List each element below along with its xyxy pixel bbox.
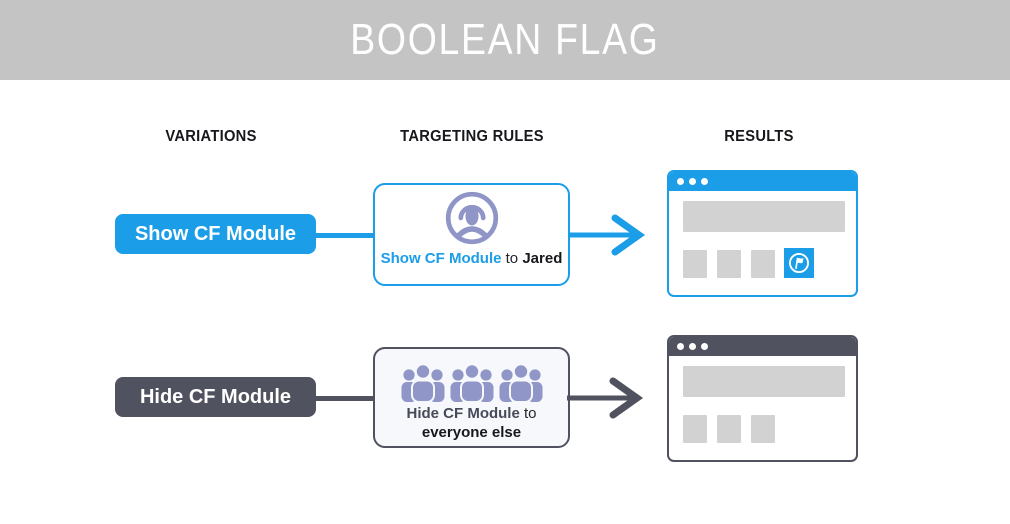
browser-topbar — [669, 337, 856, 356]
content-placeholder-square — [683, 415, 707, 443]
content-placeholder-square — [751, 250, 775, 278]
page-title: BOOLEAN FLAG — [350, 15, 660, 64]
content-placeholder-square — [751, 415, 775, 443]
window-dot — [689, 178, 696, 185]
rule-audience: Jared — [522, 250, 563, 267]
window-dot — [677, 178, 684, 185]
flag-circle-icon — [788, 252, 810, 274]
rule-audience: everyone else — [421, 424, 522, 441]
variation-pill-show: Show CF Module — [115, 214, 316, 254]
window-dot — [701, 343, 708, 350]
content-placeholder-banner — [683, 366, 845, 397]
connector-line — [315, 233, 374, 238]
targeting-rule-card-show: Show CF Module to Jared — [373, 183, 570, 286]
arrow-right-icon — [569, 214, 646, 256]
column-header-results: RESULTS — [724, 128, 794, 145]
content-placeholder-square — [717, 415, 741, 443]
browser-topbar — [669, 172, 856, 191]
crowd-icon — [401, 363, 542, 402]
cf-module-tile — [784, 248, 814, 278]
arrow-right-icon — [567, 377, 644, 419]
rule-connector-word: to — [523, 405, 537, 422]
connector-line — [315, 396, 374, 401]
window-dot — [689, 343, 696, 350]
rule-flag-label: Show CF Module — [380, 250, 502, 267]
title-banner: BOOLEAN FLAG — [0, 0, 1010, 80]
variation-pill-hide: Hide CF Module — [115, 377, 316, 417]
rule-flag-label: Hide CF Module — [406, 405, 520, 422]
rule-text: Hide CF Module to everyone else — [406, 404, 536, 442]
window-dot — [701, 178, 708, 185]
rule-text: Show CF Module to Jared — [381, 249, 563, 268]
window-dot — [677, 343, 684, 350]
content-placeholder-banner — [683, 201, 845, 232]
targeting-rule-card-hide: Hide CF Module to everyone else — [373, 347, 570, 448]
content-placeholder-square — [683, 250, 707, 278]
rule-connector-word: to — [505, 250, 519, 267]
column-header-variations: VARIATIONS — [165, 128, 257, 145]
content-placeholder-square — [717, 250, 741, 278]
user-circle-icon — [445, 191, 498, 245]
result-browser-hide — [667, 335, 858, 462]
column-header-targeting-rules: TARGETING RULES — [400, 128, 544, 145]
result-browser-show — [667, 170, 858, 297]
